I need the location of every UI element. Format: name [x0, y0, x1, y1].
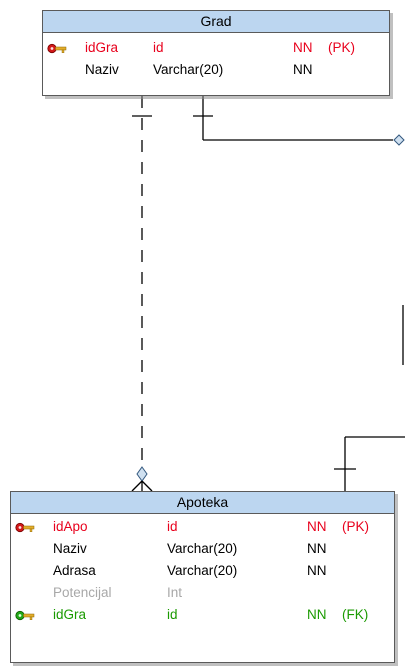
column-key: (FK): [342, 607, 369, 622]
primary-key-icon: [15, 522, 35, 533]
column-row[interactable]: idGra id NN (PK): [43, 37, 389, 59]
relationship-offscreen-apoteka[interactable]: [334, 436, 405, 491]
entity-apoteka[interactable]: Apoteka idApo id NN (PK) Naziv Varchar(2…: [10, 491, 395, 663]
column-name: idGra: [85, 40, 119, 55]
column-row[interactable]: idGra id NN (FK): [11, 604, 394, 626]
column-type: Varchar(20): [153, 62, 224, 77]
column-name: Potencijal: [53, 585, 112, 600]
entity-title: Apoteka: [11, 492, 394, 514]
foreign-key-icon: [15, 610, 35, 621]
column-null: NN: [293, 40, 313, 55]
relationship-grad-apoteka[interactable]: [131, 96, 153, 492]
column-type: Int: [167, 585, 183, 600]
zero-marker: [136, 466, 148, 482]
column-row[interactable]: Naziv Varchar(20) NN: [11, 538, 394, 560]
column-null: NN: [293, 62, 313, 77]
column-name: Naziv: [85, 62, 119, 77]
column-row[interactable]: Adrasa Varchar(20) NN: [11, 560, 394, 582]
column-name: idGra: [53, 607, 87, 622]
crows-foot-right: [141, 480, 153, 492]
column-row[interactable]: idApo id NN (PK): [11, 516, 394, 538]
column-null: NN: [307, 519, 327, 534]
column-null: NN: [307, 607, 327, 622]
entity-title: Grad: [43, 11, 389, 33]
column-null: NN: [307, 563, 327, 578]
column-null: NN: [307, 541, 327, 556]
column-key: (PK): [328, 40, 355, 55]
primary-key-icon: [47, 43, 67, 54]
zero-marker: [393, 134, 405, 146]
column-type: Varchar(20): [167, 563, 238, 578]
column-name: Adrasa: [53, 563, 96, 578]
entity-grad[interactable]: Grad idGra id NN (PK) Naziv Varchar(20) …: [42, 10, 390, 96]
column-type: id: [167, 607, 178, 622]
column-name: idApo: [53, 519, 88, 534]
column-name: Naziv: [53, 541, 87, 556]
column-type: id: [153, 40, 164, 55]
crows-foot-left: [131, 480, 143, 492]
column-type: id: [167, 519, 178, 534]
column-type: Varchar(20): [167, 541, 238, 556]
column-key: (PK): [342, 519, 369, 534]
column-row[interactable]: Naziv Varchar(20) NN: [43, 59, 389, 81]
relationship-grad-offscreen[interactable]: [193, 96, 405, 146]
column-row[interactable]: Potencijal Int: [11, 582, 394, 604]
